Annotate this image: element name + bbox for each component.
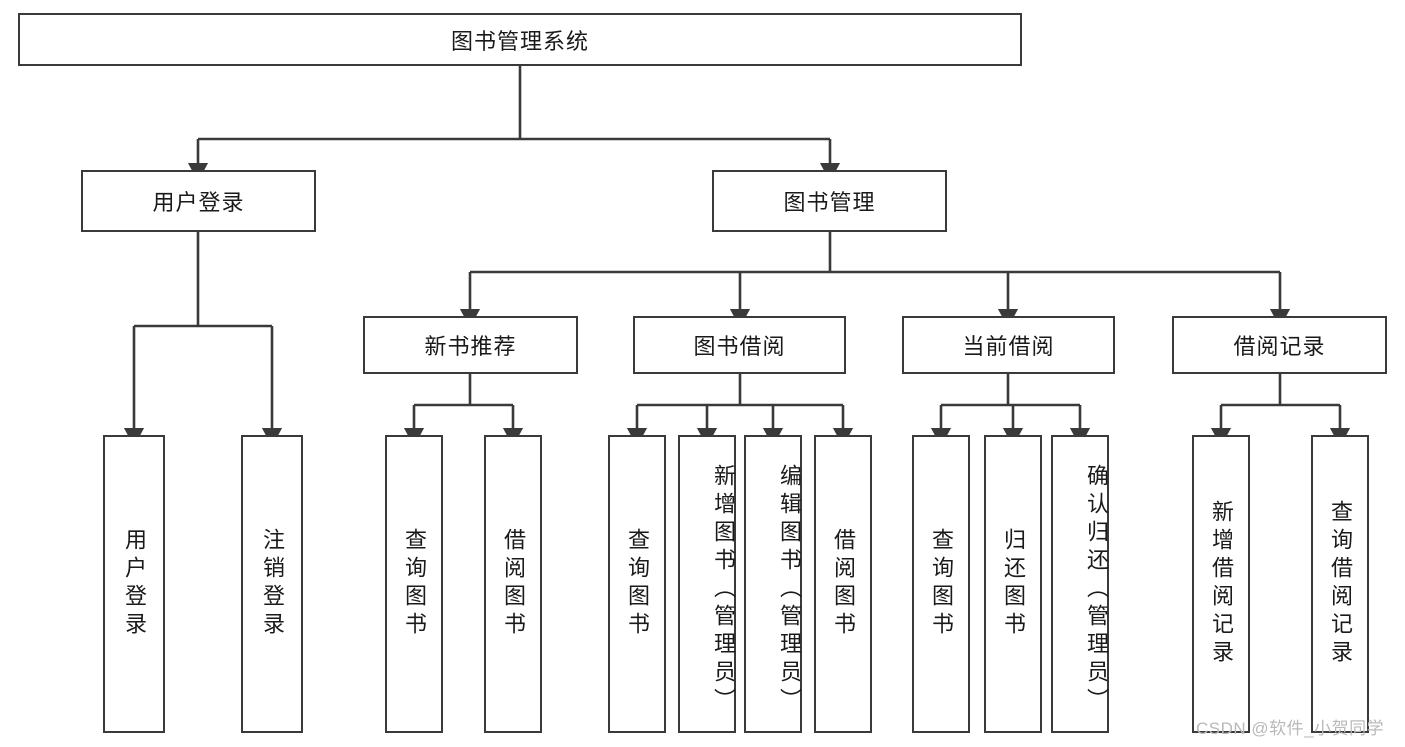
node-borrow-record-label: 借阅记录 xyxy=(1233,334,1326,359)
node-new-book-recommend-label: 新书推荐 xyxy=(424,334,517,359)
leaf-borrow-lend-book-label: 借阅图书 xyxy=(831,528,856,640)
leaf-current-return-book[interactable]: 归还图书 xyxy=(984,435,1042,733)
leaf-record-query-record[interactable]: 查询借阅记录 xyxy=(1311,435,1369,733)
leaf-borrow-edit-book-admin[interactable]: 编辑图书（管理员） xyxy=(744,435,802,733)
leaf-borrow-query-book-label: 查询图书 xyxy=(625,528,650,640)
leaf-record-add-record[interactable]: 新增借阅记录 xyxy=(1192,435,1250,733)
leaf-borrow-add-book-admin-label: 新增图书（管理员） xyxy=(711,464,736,716)
leaf-current-query-book-label: 查询图书 xyxy=(929,528,954,640)
node-current-borrow[interactable]: 当前借阅 xyxy=(902,316,1115,374)
node-user-login[interactable]: 用户登录 xyxy=(81,170,316,232)
watermark-text: CSDN @软件_小贺同学 xyxy=(1196,719,1385,738)
node-user-login-label: 用户登录 xyxy=(152,190,245,215)
node-new-book-recommend[interactable]: 新书推荐 xyxy=(363,316,578,374)
leaf-record-query-record-label: 查询借阅记录 xyxy=(1328,500,1353,668)
leaf-record-add-record-label: 新增借阅记录 xyxy=(1209,500,1234,668)
leaf-user-login-label: 用户登录 xyxy=(122,528,147,640)
leaf-newbook-query-book-label: 查询图书 xyxy=(402,528,427,640)
node-book-management[interactable]: 图书管理 xyxy=(712,170,947,232)
leaf-newbook-borrow-book[interactable]: 借阅图书 xyxy=(484,435,542,733)
leaf-newbook-borrow-book-label: 借阅图书 xyxy=(501,528,526,640)
node-root[interactable]: 图书管理系统 xyxy=(18,13,1022,66)
node-current-borrow-label: 当前借阅 xyxy=(962,334,1055,359)
leaf-newbook-query-book[interactable]: 查询图书 xyxy=(385,435,443,733)
leaf-current-confirm-return-admin[interactable]: 确认归还（管理员） xyxy=(1051,435,1109,733)
leaf-user-logout[interactable]: 注销登录 xyxy=(241,435,303,733)
leaf-current-return-book-label: 归还图书 xyxy=(1001,528,1026,640)
leaf-borrow-edit-book-admin-label: 编辑图书（管理员） xyxy=(777,464,802,716)
node-book-borrow[interactable]: 图书借阅 xyxy=(633,316,846,374)
leaf-user-login[interactable]: 用户登录 xyxy=(103,435,165,733)
leaf-borrow-query-book[interactable]: 查询图书 xyxy=(608,435,666,733)
leaf-current-confirm-return-admin-label: 确认归还（管理员） xyxy=(1084,464,1109,716)
node-root-label: 图书管理系统 xyxy=(450,28,589,54)
node-borrow-record[interactable]: 借阅记录 xyxy=(1172,316,1387,374)
node-book-borrow-label: 图书借阅 xyxy=(693,334,786,359)
leaf-borrow-add-book-admin[interactable]: 新增图书（管理员） xyxy=(678,435,736,733)
node-book-management-label: 图书管理 xyxy=(783,190,876,215)
leaf-user-logout-label: 注销登录 xyxy=(260,528,285,640)
leaf-current-query-book[interactable]: 查询图书 xyxy=(912,435,970,733)
leaf-borrow-lend-book[interactable]: 借阅图书 xyxy=(814,435,872,733)
